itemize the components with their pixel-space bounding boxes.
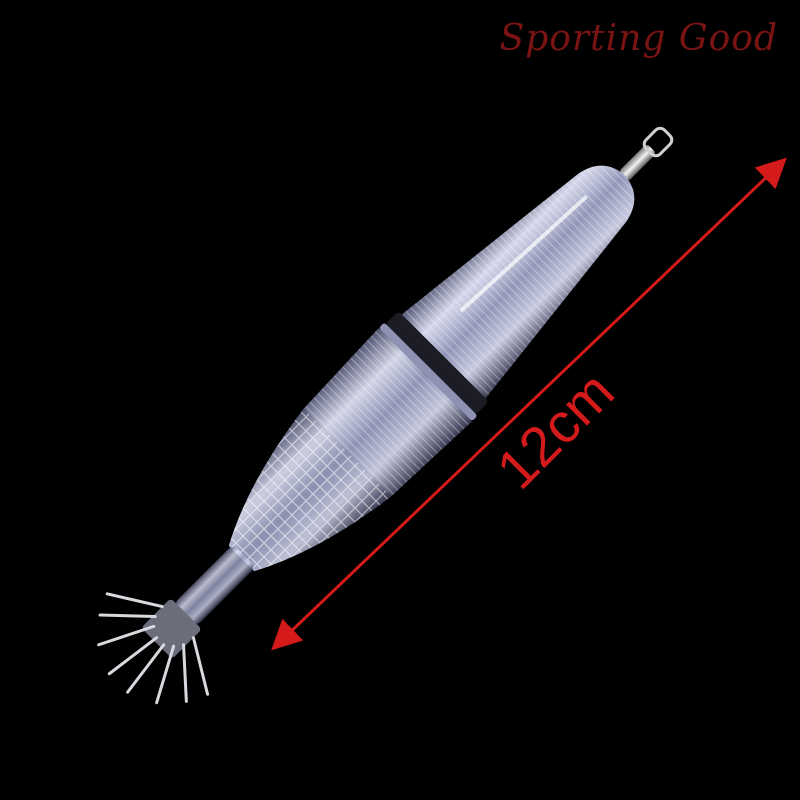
hook-crown [97,592,210,705]
swivel-clip [620,126,674,180]
neck [176,546,254,624]
dimension-arrow [271,157,787,651]
watermark-text: Sporting Good [499,18,778,59]
